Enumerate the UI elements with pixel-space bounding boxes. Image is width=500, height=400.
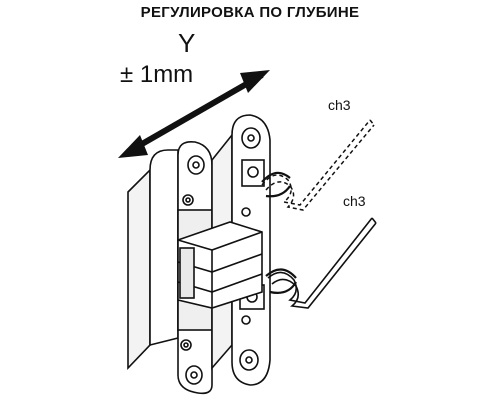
tool-label-lower: ch3	[343, 193, 366, 209]
hex-key-solid	[267, 217, 377, 309]
socket-upper	[261, 171, 291, 198]
depth-arrow	[118, 70, 270, 158]
hex-key-dashed	[261, 119, 375, 211]
diagram-title: РЕГУЛИРОВКА ПО ГЛУБИНЕ	[140, 4, 360, 21]
hinge-knuckle	[177, 221, 263, 309]
tool-label-upper: ch3	[328, 97, 351, 113]
axis-letter: Y	[178, 28, 195, 58]
axis-range: ± 1mm	[120, 61, 193, 88]
socket-lower	[265, 268, 297, 294]
